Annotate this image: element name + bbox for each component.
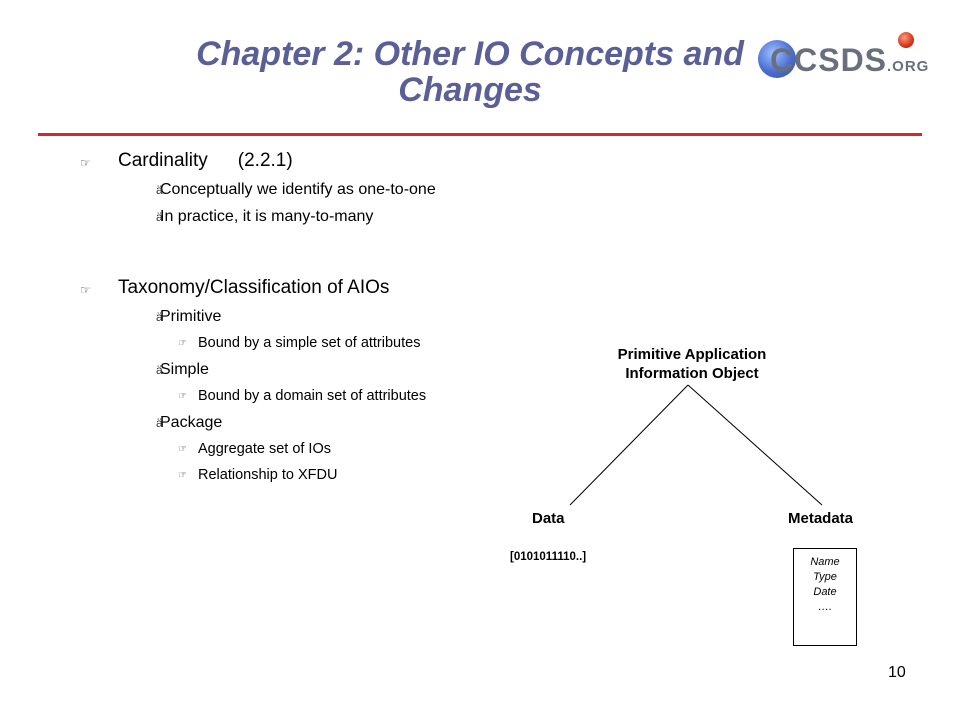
bullet-cardinality-conceptual: ä Conceptually we identify as one-to-one	[156, 181, 436, 198]
title-line-2: Changes	[398, 71, 542, 109]
connector-to-metadata	[687, 384, 823, 506]
arrow-bullet-icon: ä	[156, 210, 163, 224]
bullet-package: ä Package	[156, 414, 223, 431]
bullet-taxonomy: ☞ Taxonomy/Classification of AIOs	[80, 277, 460, 298]
arrow-bullet-icon: ä	[156, 416, 163, 430]
title-divider	[38, 133, 922, 136]
red-dot-icon	[898, 32, 914, 48]
bullet-package-aggregate: ☞ Aggregate set of IOs	[178, 441, 331, 457]
slide-title: Chapter 2: Other IO Concepts and Changes	[120, 36, 820, 108]
hand-bullet-icon: ☞	[178, 444, 187, 455]
data-binary-value: [0101011110..]	[510, 551, 587, 563]
hand-bullet-icon: ☞	[80, 283, 91, 297]
connector-to-data	[569, 384, 689, 506]
bullet-primitive: ä Primitive	[156, 308, 222, 325]
hand-bullet-icon: ☞	[178, 391, 187, 402]
metadata-field-date: Date	[813, 586, 837, 598]
metadata-field-more: ….	[817, 601, 833, 613]
bullet-simple: ä Simple	[156, 361, 209, 378]
diagram-metadata-node: Metadata	[788, 510, 854, 527]
hand-bullet-icon: ☞	[178, 470, 187, 481]
hand-bullet-icon: ☞	[80, 156, 91, 170]
bullet-primitive-desc: ☞ Bound by a simple set of attributes	[178, 335, 421, 351]
hand-bullet-icon: ☞	[178, 338, 187, 349]
diagram-root-node: Primitive Application Information Object	[617, 346, 767, 382]
title-line-1: Chapter 2: Other IO Concepts and	[196, 35, 744, 73]
globe-icon	[758, 40, 796, 78]
arrow-bullet-icon: ä	[156, 310, 163, 324]
bullet-cardinality: ☞ Cardinality(2.2.1)	[80, 150, 460, 171]
bullet-package-xfdu: ☞ Relationship to XFDU	[178, 467, 338, 483]
page-number: 10	[888, 664, 906, 681]
metadata-field-name: Name	[810, 556, 840, 568]
arrow-bullet-icon: ä	[156, 363, 163, 377]
arrow-bullet-icon: ä	[156, 183, 163, 197]
bullet-simple-desc: ☞ Bound by a domain set of attributes	[178, 388, 427, 404]
logo-text: CCSDS.ORG	[770, 42, 930, 78]
diagram-data-node: Data	[532, 510, 565, 527]
bullet-cardinality-practice: ä In practice, it is many-to-many	[156, 208, 374, 225]
bullet-list: ☞ Cardinality(2.2.1) ä Conceptually we i…	[80, 150, 460, 493]
metadata-fields-box: Name Type Date ….	[793, 548, 857, 646]
ccsds-logo: CCSDS.ORG	[752, 28, 942, 84]
metadata-field-type: Type	[813, 571, 837, 583]
